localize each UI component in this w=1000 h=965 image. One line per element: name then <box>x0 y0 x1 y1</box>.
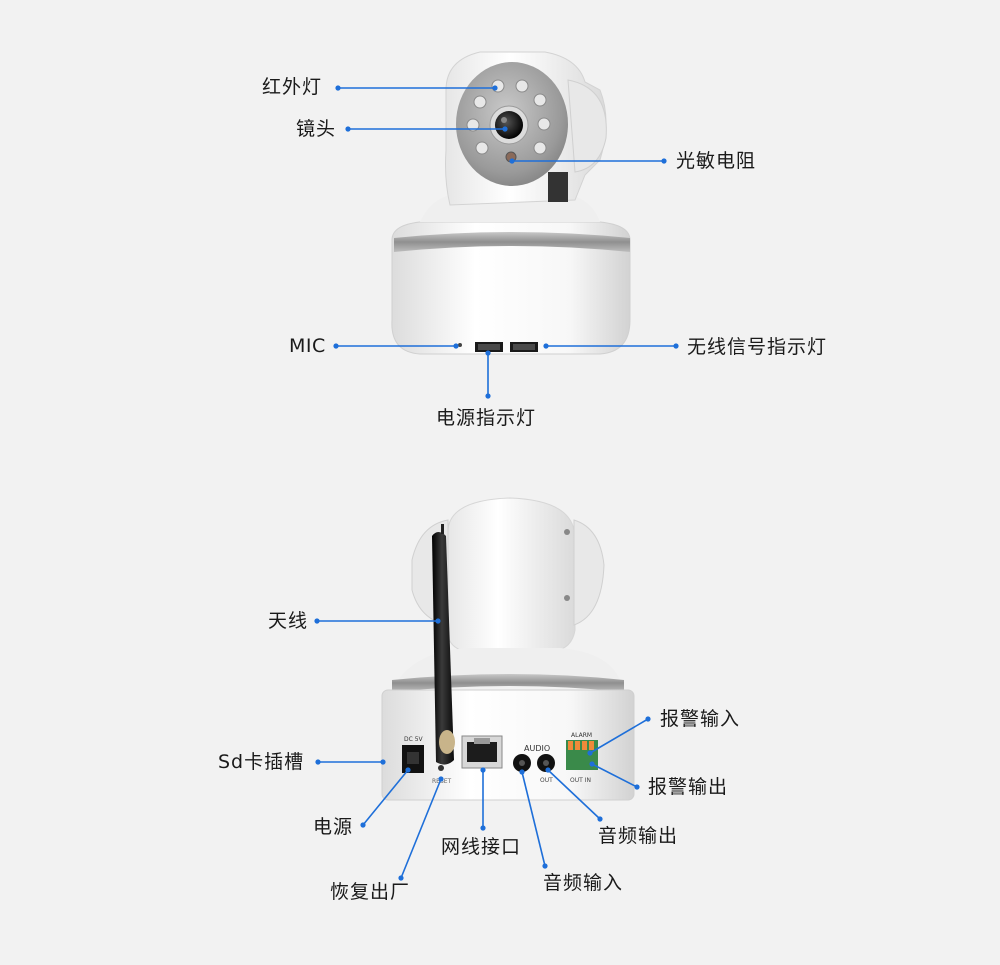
panel-reset-text: RESET <box>432 778 452 785</box>
label-infrared-light: 红外灯 <box>262 76 323 98</box>
label-power-indicator: 电源指示灯 <box>436 407 537 429</box>
leader-audio-in <box>521 771 546 867</box>
leader-reset <box>400 778 442 879</box>
label-alarm-out: 报警输出 <box>648 776 729 798</box>
label-ethernet-port: 网线接口 <box>441 836 522 858</box>
panel-dc-text: DC 5V <box>404 736 424 743</box>
label-lens: 镜头 <box>296 118 337 140</box>
leader-alarm-out <box>591 763 638 788</box>
front-camera <box>391 51 631 355</box>
panel-alarm-io-text: OUT IN <box>570 777 591 784</box>
label-audio-in: 音频输入 <box>543 872 624 894</box>
leader-lines <box>314 85 679 881</box>
label-wireless-indicator: 无线信号指示灯 <box>687 336 828 358</box>
leader-alarm-in <box>589 718 649 754</box>
label-mic: MIC <box>289 335 326 357</box>
label-sd-slot: Sd卡插槽 <box>218 751 305 773</box>
leader-power <box>362 769 409 826</box>
leader-audio-out <box>547 769 601 820</box>
label-power: 电源 <box>313 816 354 838</box>
label-alarm-in: 报警输入 <box>660 708 741 730</box>
back-camera <box>381 497 635 801</box>
label-photoresistor: 光敏电阻 <box>676 150 757 172</box>
panel-audio-text: AUDIO <box>524 744 550 753</box>
label-audio-out: 音频输出 <box>598 825 679 847</box>
label-antenna: 天线 <box>268 610 309 632</box>
label-factory-reset: 恢复出厂 <box>330 881 411 903</box>
panel-alarm-text: ALARM <box>571 732 592 739</box>
panel-out-text: OUT <box>540 777 553 784</box>
